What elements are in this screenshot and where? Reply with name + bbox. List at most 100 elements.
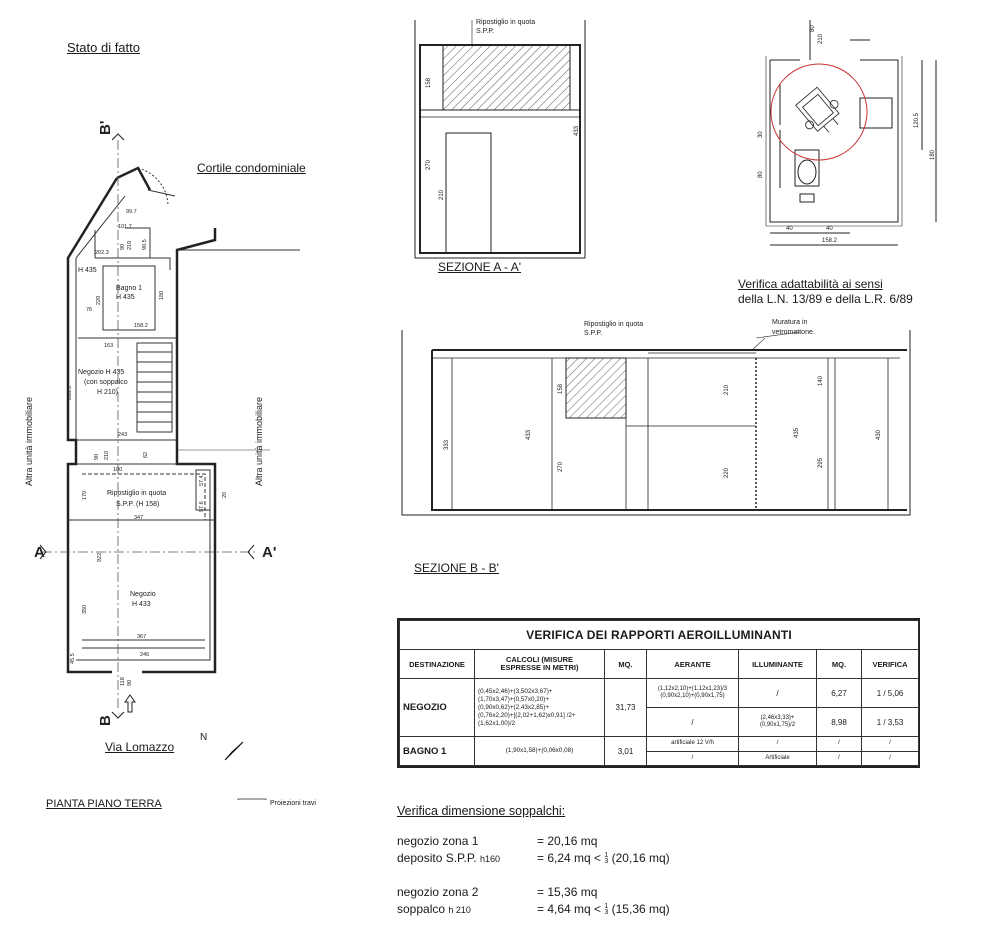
- sop-row3-label: negozio zona 2: [397, 885, 479, 899]
- dim-163: 163: [104, 343, 113, 349]
- right-neighbor-label: Altra unità immobiliare: [254, 397, 264, 486]
- dim-180: 180: [159, 291, 165, 300]
- dim-210-b: 210: [104, 451, 110, 460]
- state-label: Stato di fatto: [67, 40, 140, 55]
- bb-dim-433: 433: [526, 429, 532, 440]
- soppalchi-title: Verifica dimensione soppalchi:: [397, 804, 566, 818]
- sop-row4-value: = 4,64 mq <: [537, 902, 602, 916]
- section-a-prime-label: A': [262, 544, 276, 561]
- dim-210: 210: [127, 241, 133, 250]
- h435-left-label: H 435: [78, 267, 97, 274]
- table-title: VERIFICA DEI RAPPORTI AEROILLUMINANTI: [398, 620, 920, 650]
- sop-row4-tail: (15,36 mq): [611, 902, 670, 916]
- row-negozio-calc: (0,45x2,46)+(3,502x3,67)+ (1,70x3,47)+(0…: [474, 677, 605, 738]
- dim-90c: 90: [94, 454, 100, 460]
- bb-dim-333: 333: [444, 439, 450, 450]
- col-header-aer: AERANTE: [646, 649, 739, 679]
- row-negozio-mq2: 8,98: [816, 707, 862, 738]
- bb-note-1: Ripostiglio in quota: [584, 321, 643, 328]
- row-negozio-ver2: 1 / 3,53: [860, 707, 920, 738]
- dim-57-6: 57.6: [199, 501, 205, 512]
- row-bagno-calc: (1,90x1,58)+(0,06x0,08): [474, 736, 605, 766]
- dim-101-7: 101.7: [118, 224, 132, 230]
- bb-dim-220: 220: [724, 467, 730, 478]
- row-bagno-aer2: /: [646, 750, 739, 767]
- plan-wall-top: [116, 166, 152, 191]
- dim-350: 350: [82, 605, 88, 614]
- dim-57-4: 57.4: [199, 475, 205, 486]
- plan-wall-left: [66, 177, 119, 674]
- row-bagno-aer1: artificiale 12 V/h: [646, 736, 739, 752]
- row-negozio-aer2: /: [646, 707, 739, 738]
- dim-76: 76: [86, 307, 92, 313]
- row-bagno-ver2: /: [860, 750, 920, 767]
- col-header-dest: DESTINAZIONE: [399, 649, 475, 679]
- bath-height-label: H 435: [116, 294, 135, 301]
- bb-dim-140: 140: [818, 375, 824, 386]
- bb-dim-435: 435: [794, 427, 800, 438]
- dim-243: 243: [118, 432, 127, 438]
- col-header-ill: ILLUMINANTE: [738, 649, 817, 679]
- row-negozio-aer1: (1,12x2,10)+(1,12x1,23)/3 (0,90x2,10)+(0…: [646, 677, 739, 709]
- shop-height-label: H 433: [132, 601, 151, 608]
- storage-sub: S.P.P. (H 158): [116, 501, 159, 508]
- detail-title-2: della L.N. 13/89 e della L.R. 6/89: [738, 292, 913, 306]
- dim-90: 90: [120, 244, 126, 250]
- bb-dim-270: 270: [558, 461, 564, 472]
- detail-dim-180: 180: [930, 149, 936, 160]
- bb-dim-295: 295: [818, 457, 824, 468]
- row-negozio-ill2: (2,46x3,33)+ (0,90x1,75)/2: [738, 707, 817, 738]
- dim-90-5: 90.5: [142, 239, 148, 250]
- dim-246: 246: [140, 652, 149, 658]
- plan-title: PIANTA PIANO TERRA: [46, 798, 162, 810]
- detail-dim-30: 30: [758, 131, 764, 138]
- aa-note-2: S.P.P.: [476, 28, 494, 35]
- col-header-mq2: MQ.: [816, 649, 862, 679]
- bb-note-2: S.P.P.: [584, 330, 602, 337]
- sop-row2-value: = 6,24 mq <: [537, 851, 602, 865]
- left-neighbor-label: Altra unità immobiliare: [24, 397, 34, 486]
- dim-99-7: 99.7: [126, 209, 137, 215]
- bath-room: [102, 265, 156, 331]
- north-arrow-icon: [224, 741, 244, 761]
- bb-dim-430: 430: [876, 429, 882, 440]
- legend-swatch-icon: [237, 798, 267, 800]
- dim-100: 100: [113, 467, 122, 473]
- dim-367: 367: [137, 634, 146, 640]
- row-bagno-mq2: /: [816, 750, 862, 767]
- row-bagno-mq1: /: [816, 736, 862, 752]
- bb-wall-note-2: vetromattone.: [772, 329, 815, 336]
- row-negozio-ill1: /: [738, 677, 817, 709]
- bb-wall-note-1: Muratura in: [772, 319, 808, 326]
- col-header-calc: CALCOLI (MISURE ESPRESSE IN METRI): [474, 649, 605, 679]
- table-row: NEGOZIO (0,45x2,46)+(3,502x3,67)+ (1,70x…: [399, 677, 920, 738]
- section-b-prime-label: B': [97, 121, 114, 135]
- col-header-ver: VERIFICA: [860, 649, 920, 679]
- aa-note-1: Ripostiglio in quota: [476, 19, 535, 26]
- sop-row3-value: = 15,36 mq: [537, 885, 598, 899]
- dim-347: 347: [134, 515, 143, 521]
- north-label: N: [200, 732, 208, 743]
- row-bagno-mq: 3,01: [604, 736, 647, 766]
- sop-row1-value: = 20,16 mq: [537, 834, 598, 848]
- bathroom-detail: 80 210 120.5 180 30 80 40 40 158.2: [758, 20, 937, 246]
- wheelchair-icon: [795, 86, 840, 133]
- detail-dim-40b: 40: [826, 226, 833, 232]
- storage-label: Ripostiglio in quota: [107, 490, 166, 497]
- dim-922: 922: [97, 553, 103, 562]
- dim-220: 220: [96, 296, 102, 305]
- dim-170: 170: [82, 491, 88, 500]
- section-bb: 333 433 158 270 210 220 140 435 295 430 …: [401, 319, 911, 516]
- section-bb-title: SEZIONE B - B': [414, 561, 499, 575]
- aa-dim-433: 433: [574, 125, 580, 136]
- dim-20: 20: [222, 492, 228, 498]
- detail-dim-158-2: 158.2: [822, 238, 838, 244]
- bb-dim-210: 210: [724, 384, 730, 395]
- aa-dim-210: 210: [439, 189, 445, 200]
- dim-90-b: 90: [127, 680, 133, 686]
- row-bagno-ill1: /: [738, 736, 817, 752]
- row-bagno-ill2: Artificiale: [738, 750, 817, 767]
- detail-dim-80b: 80: [758, 171, 764, 178]
